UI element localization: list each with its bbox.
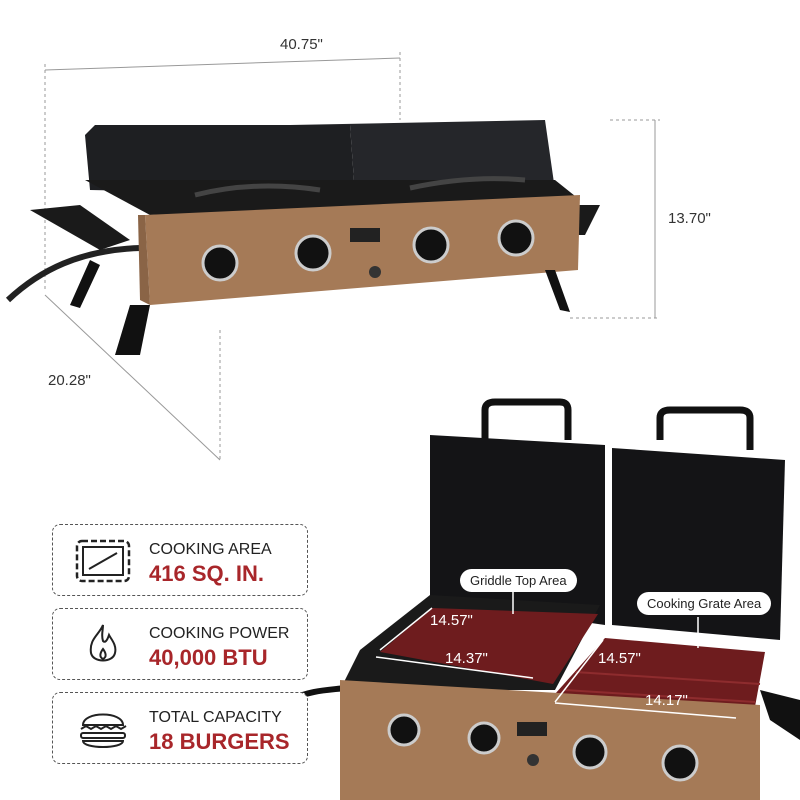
grate-width: 14.17" [645, 692, 688, 709]
area-icon [75, 539, 131, 583]
height-dimension: 13.70" [668, 210, 711, 227]
flame-icon [89, 624, 117, 662]
cooking-grate-callout: Cooking Grate Area [637, 592, 772, 615]
depth-dimension: 20.28" [48, 372, 91, 389]
griddle-top-callout: Griddle Top Area [460, 569, 577, 592]
griddle-width: 14.37" [445, 650, 488, 667]
spec-value: 40,000 BTU [149, 645, 268, 670]
closed-grill [5, 120, 600, 355]
burger-icon [80, 713, 127, 748]
spec-card-cooking-area: COOKING AREA 416 SQ. IN. [52, 524, 308, 596]
spec-label: COOKING POWER [149, 625, 290, 642]
spec-card-cooking-power: COOKING POWER 40,000 BTU [52, 608, 308, 680]
spec-value: 416 SQ. IN. [149, 561, 264, 586]
grate-depth: 14.57" [598, 650, 641, 667]
dimension-lines [44, 52, 660, 461]
spec-label: COOKING AREA [149, 541, 272, 558]
spec-label: TOTAL CAPACITY [149, 709, 282, 726]
griddle-depth: 14.57" [430, 612, 473, 629]
spec-value: 18 BURGERS [149, 729, 290, 754]
width-dimension: 40.75" [280, 36, 323, 53]
spec-card-total-capacity: TOTAL CAPACITY 18 BURGERS [52, 692, 308, 764]
